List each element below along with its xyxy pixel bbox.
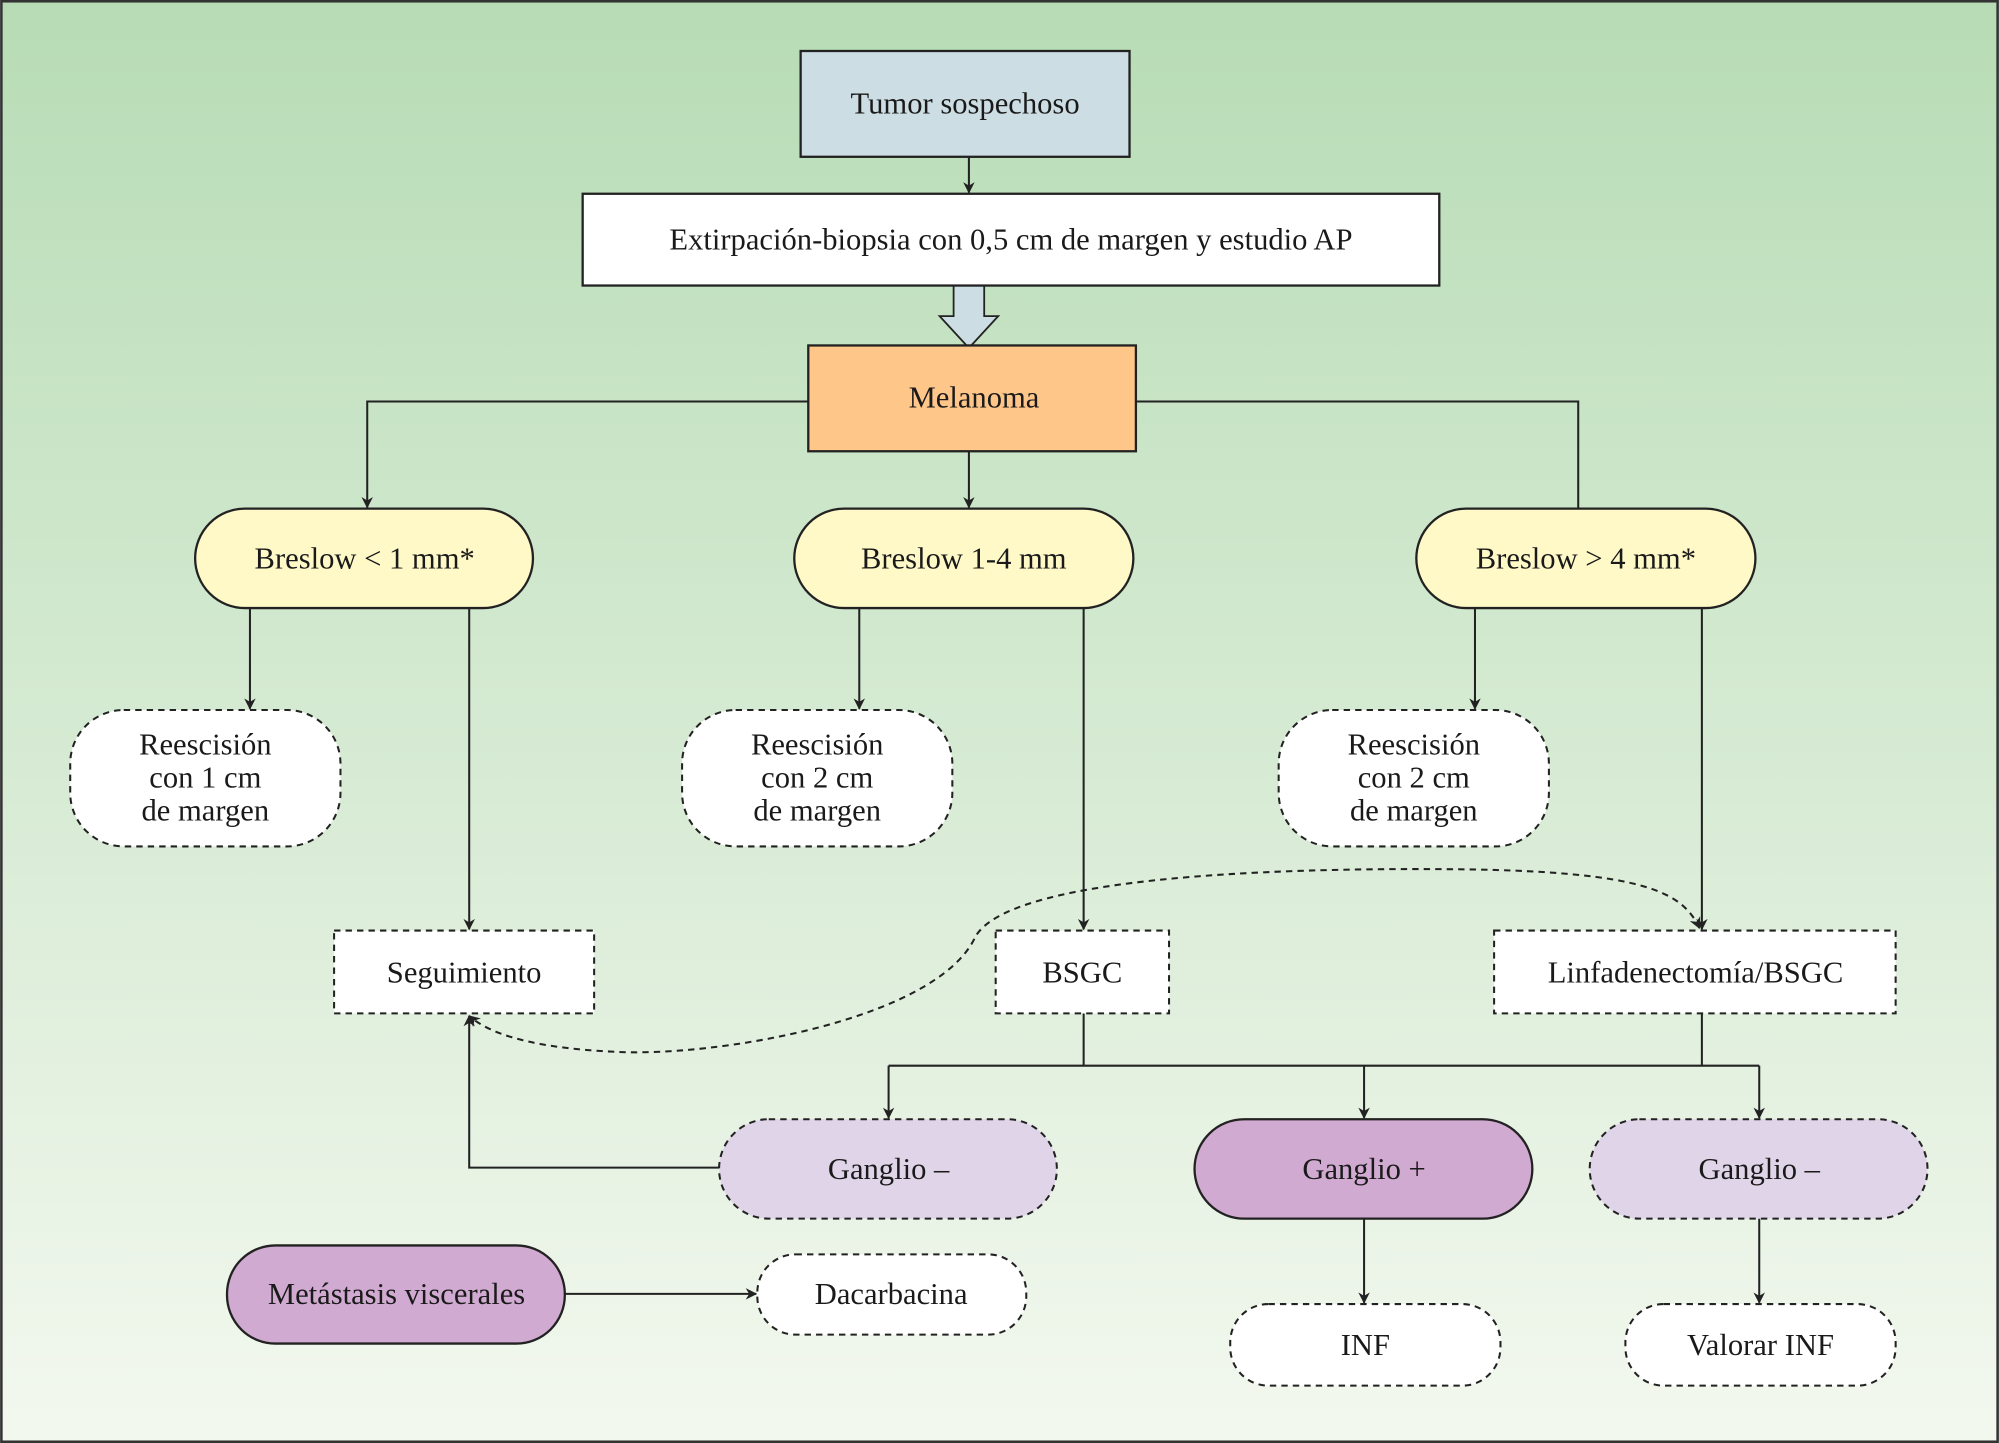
svg-text:Breslow > 4 mm*: Breslow > 4 mm* <box>1476 541 1696 575</box>
svg-text:Breslow < 1 mm*: Breslow < 1 mm* <box>255 541 475 575</box>
node-metastasis: Metástasis viscerales <box>225 1244 566 1345</box>
node-breslow-gt4: Breslow > 4 mm* <box>1415 507 1757 610</box>
node-ganglio-negativo-2: Ganglio – <box>1588 1118 1929 1220</box>
block-arrow <box>937 284 1001 350</box>
svg-text:Reescisión: Reescisión <box>751 727 883 761</box>
node-inf: INF <box>1229 1303 1502 1387</box>
node-biopsy: Extirpación-biopsia con 0,5 cm de margen… <box>581 192 1441 287</box>
svg-text:Tumor sospechoso: Tumor sospechoso <box>851 86 1080 120</box>
node-reescision-1cm: Reescisión con 1 cm de margen <box>69 709 342 848</box>
node-bsgc: BSGC <box>994 929 1171 1015</box>
node-seguimiento: Seguimiento <box>333 929 596 1015</box>
svg-text:Ganglio +: Ganglio + <box>1302 1152 1425 1186</box>
node-ganglio-negativo-1: Ganglio – <box>718 1118 1058 1220</box>
node-dacarbacina: Dacarbacina <box>756 1253 1028 1336</box>
svg-text:de margen: de margen <box>753 794 881 828</box>
node-breslow-lt1: Breslow < 1 mm* <box>193 507 535 610</box>
node-reescision-2cm-a: Reescisión con 2 cm de margen <box>681 709 954 848</box>
svg-text:de margen: de margen <box>142 794 270 828</box>
node-breslow-1-4: Breslow 1-4 mm <box>793 507 1135 610</box>
svg-text:con 1 cm: con 1 cm <box>149 761 261 795</box>
svg-text:con 2 cm: con 2 cm <box>761 761 873 795</box>
svg-text:Reescisión: Reescisión <box>139 727 271 761</box>
svg-text:Linfadenectomía/BSGC: Linfadenectomía/BSGC <box>1548 956 1844 990</box>
svg-text:con 2 cm: con 2 cm <box>1358 761 1470 795</box>
svg-text:INF: INF <box>1341 1328 1390 1362</box>
svg-text:Valorar INF: Valorar INF <box>1687 1328 1834 1362</box>
svg-text:Breslow 1-4 mm: Breslow 1-4 mm <box>861 541 1067 575</box>
svg-text:Metástasis viscerales: Metástasis viscerales <box>268 1277 525 1311</box>
svg-text:de margen: de margen <box>1350 794 1478 828</box>
svg-text:Ganglio –: Ganglio – <box>1699 1152 1821 1186</box>
node-ganglio-positivo: Ganglio + <box>1193 1118 1534 1220</box>
connectors <box>244 156 1765 1304</box>
svg-text:Dacarbacina: Dacarbacina <box>815 1277 968 1311</box>
node-melanoma: Melanoma <box>807 344 1138 453</box>
node-valorar-inf: Valorar INF <box>1624 1303 1897 1387</box>
svg-text:Reescisión: Reescisión <box>1348 727 1480 761</box>
node-reescision-2cm-b: Reescisión con 2 cm de margen <box>1277 709 1550 848</box>
svg-text:Extirpación-biopsia con 0,5 cm: Extirpación-biopsia con 0,5 cm de margen… <box>669 223 1352 257</box>
node-linfadenectomia: Linfadenectomía/BSGC <box>1493 929 1897 1015</box>
svg-text:BSGC: BSGC <box>1042 956 1122 990</box>
svg-text:Seguimiento: Seguimiento <box>387 956 542 990</box>
svg-text:Ganglio –: Ganglio – <box>828 1152 950 1186</box>
svg-text:Melanoma: Melanoma <box>909 381 1040 415</box>
node-tumor: Tumor sospechoso <box>799 49 1131 158</box>
